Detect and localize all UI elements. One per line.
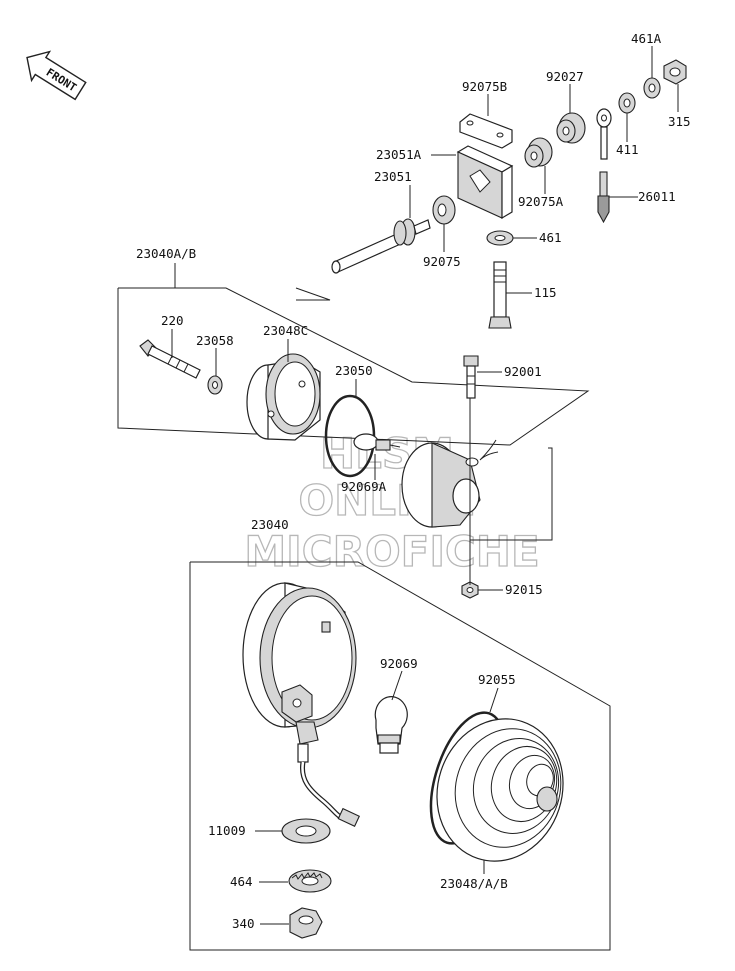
part-411-washer xyxy=(618,92,636,114)
label-92001: 92001 xyxy=(504,364,542,379)
label-92069: 92069 xyxy=(380,656,418,671)
watermark-line-3: MICROFICHE xyxy=(244,527,539,576)
part-461-washer xyxy=(486,230,514,246)
part-92001-bolt xyxy=(463,355,479,399)
label-92015: 92015 xyxy=(505,582,543,597)
label-11009: 11009 xyxy=(208,823,246,838)
assembly-outline-23040ab xyxy=(117,287,590,446)
part-115-bolt xyxy=(488,261,512,329)
label-464: 464 xyxy=(230,874,253,889)
label-23051a: 23051A xyxy=(376,147,422,162)
part-220-bolt xyxy=(139,339,201,379)
front-arrow-icon: FRONT xyxy=(26,50,87,101)
label-23048c: 23048C xyxy=(263,323,308,338)
part-23040ab-housing xyxy=(401,439,499,528)
label-23058: 23058 xyxy=(196,333,234,348)
part-92075-washer xyxy=(432,195,456,225)
label-23051: 23051 xyxy=(374,169,412,184)
label-92055: 92055 xyxy=(478,672,516,687)
part-92069-bulb xyxy=(374,696,408,754)
watermark: HLSM ONLINE MICROFICHE xyxy=(244,428,541,576)
label-23040ab: 23040A/B xyxy=(136,246,196,261)
label-92075a: 92075A xyxy=(518,194,564,209)
label-461: 461 xyxy=(539,230,562,245)
label-220: 220 xyxy=(161,313,184,328)
label-23040: 23040 xyxy=(251,517,289,532)
label-92027: 92027 xyxy=(546,69,584,84)
part-23051-shaft xyxy=(331,218,431,274)
label-92075b: 92075B xyxy=(462,79,507,94)
assembly-outline-23040 xyxy=(189,561,611,951)
label-23048ab: 23048/A/B xyxy=(440,876,508,891)
part-labels: 461A 92075B 92027 315 23051A 411 23051 9… xyxy=(136,31,691,931)
label-23050: 23050 xyxy=(335,363,373,378)
part-461a-washer xyxy=(643,77,661,99)
label-315: 315 xyxy=(668,114,691,129)
label-26011: 26011 xyxy=(638,189,676,204)
part-92075a-collar xyxy=(524,137,553,168)
part-23040-housing xyxy=(242,582,357,763)
part-23058-washer xyxy=(207,375,223,395)
part-23048c-rim xyxy=(246,353,321,441)
part-11009-washer xyxy=(281,818,331,844)
part-26011-terminal xyxy=(597,171,610,224)
part-92075b-plate xyxy=(459,113,513,149)
part-315-nut xyxy=(663,59,687,85)
label-92075: 92075 xyxy=(423,254,461,269)
part-92069a-bulb xyxy=(353,433,401,451)
part-23051a-bracket xyxy=(456,145,514,220)
label-461a: 461A xyxy=(631,31,662,46)
part-ring-terminal xyxy=(596,108,612,160)
part-340-nut xyxy=(289,907,323,939)
label-115: 115 xyxy=(534,285,557,300)
label-92069a: 92069A xyxy=(341,479,387,494)
label-411: 411 xyxy=(616,142,639,157)
part-wire-connector xyxy=(299,761,361,827)
part-23048ab-lens xyxy=(436,718,564,862)
leader-lines xyxy=(171,46,679,925)
part-92027-grommet xyxy=(556,112,586,144)
label-340: 340 xyxy=(232,916,255,931)
part-464-lockwasher xyxy=(288,869,332,893)
